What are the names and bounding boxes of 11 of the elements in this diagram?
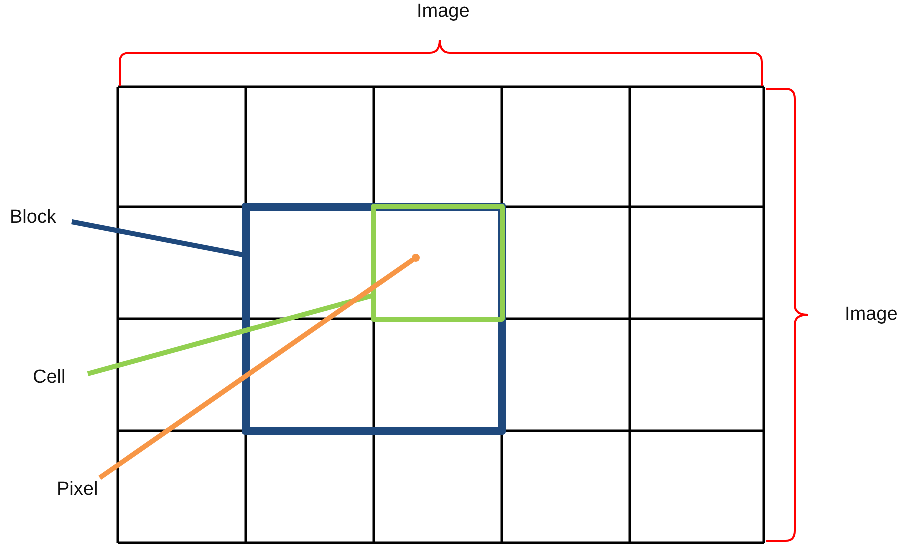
part-label: Pixel	[57, 479, 98, 501]
cell-outline	[371, 204, 505, 322]
part-label: Block	[10, 207, 56, 229]
pixel-dot	[412, 254, 420, 262]
dimension-label: Image	[417, 1, 470, 23]
dimension-label: Image	[845, 304, 898, 326]
leader-line	[87, 294, 373, 376]
leader-line	[72, 220, 244, 258]
block-outline	[242, 203, 506, 435]
leader-line	[98, 258, 414, 480]
part-label: Cell	[33, 367, 66, 389]
